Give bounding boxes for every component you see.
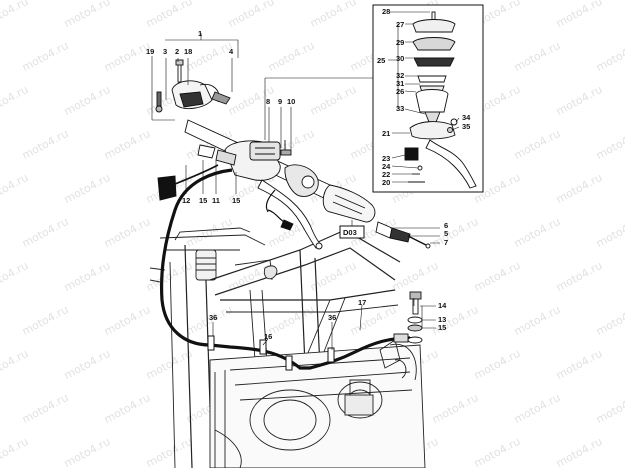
callout-13: 13: [438, 315, 446, 324]
hose-clamps: [207, 335, 335, 371]
callout-27: 27: [396, 20, 404, 29]
callout-21: 21: [382, 129, 390, 138]
group-code: D03: [343, 228, 357, 237]
callout-11: 11: [212, 196, 220, 205]
frame-and-engine: [149, 227, 426, 468]
callout-16: 16: [264, 332, 272, 341]
callout-30: 30: [396, 54, 404, 63]
callout-31: 31: [396, 79, 404, 88]
callout-18: 18: [184, 47, 192, 56]
callout-36b: 36: [328, 313, 336, 322]
callout-19: 19: [146, 47, 154, 56]
callout-34: 34: [462, 113, 471, 122]
callout-12: 12: [182, 196, 190, 205]
callout-9: 9: [278, 97, 282, 106]
callout-2: 2: [175, 47, 179, 56]
handlebar-assembly: [155, 59, 431, 250]
callout-35: 35: [462, 122, 470, 131]
callout-20: 20: [382, 178, 390, 187]
callout-14: 14: [438, 301, 447, 310]
callout-8: 8: [266, 97, 270, 106]
callout-3: 3: [163, 47, 167, 56]
callout-17: 17: [358, 298, 366, 307]
callout-25: 25: [377, 56, 385, 65]
callout-22: 22: [382, 170, 390, 179]
detail-inset: [372, 4, 484, 193]
callout-29: 29: [396, 38, 404, 47]
group-code-box: [339, 225, 365, 239]
callout-32: 32: [396, 71, 404, 80]
callout-1: 1: [198, 29, 202, 38]
callout-15c: 15: [438, 323, 446, 332]
callout-23: 23: [382, 154, 390, 163]
callout-36: 36: [209, 313, 217, 322]
callout-7: 7: [444, 238, 448, 247]
callout-26: 26: [396, 87, 404, 96]
slave-cylinder-fitting: [393, 291, 423, 344]
callout-24: 24: [382, 162, 391, 171]
callout-6: 6: [444, 221, 448, 230]
callout-4: 4: [229, 47, 234, 56]
callout-numbers: 1 19 3 2 18 4 8 9 10 12 15 11 15 6 5 7 1…: [146, 7, 471, 341]
callout-15: 15: [199, 196, 207, 205]
callout-28: 28: [382, 7, 390, 16]
callout-33: 33: [396, 104, 404, 113]
callout-15b: 15: [232, 196, 240, 205]
callout-10: 10: [287, 97, 295, 106]
callout-5: 5: [444, 229, 448, 238]
